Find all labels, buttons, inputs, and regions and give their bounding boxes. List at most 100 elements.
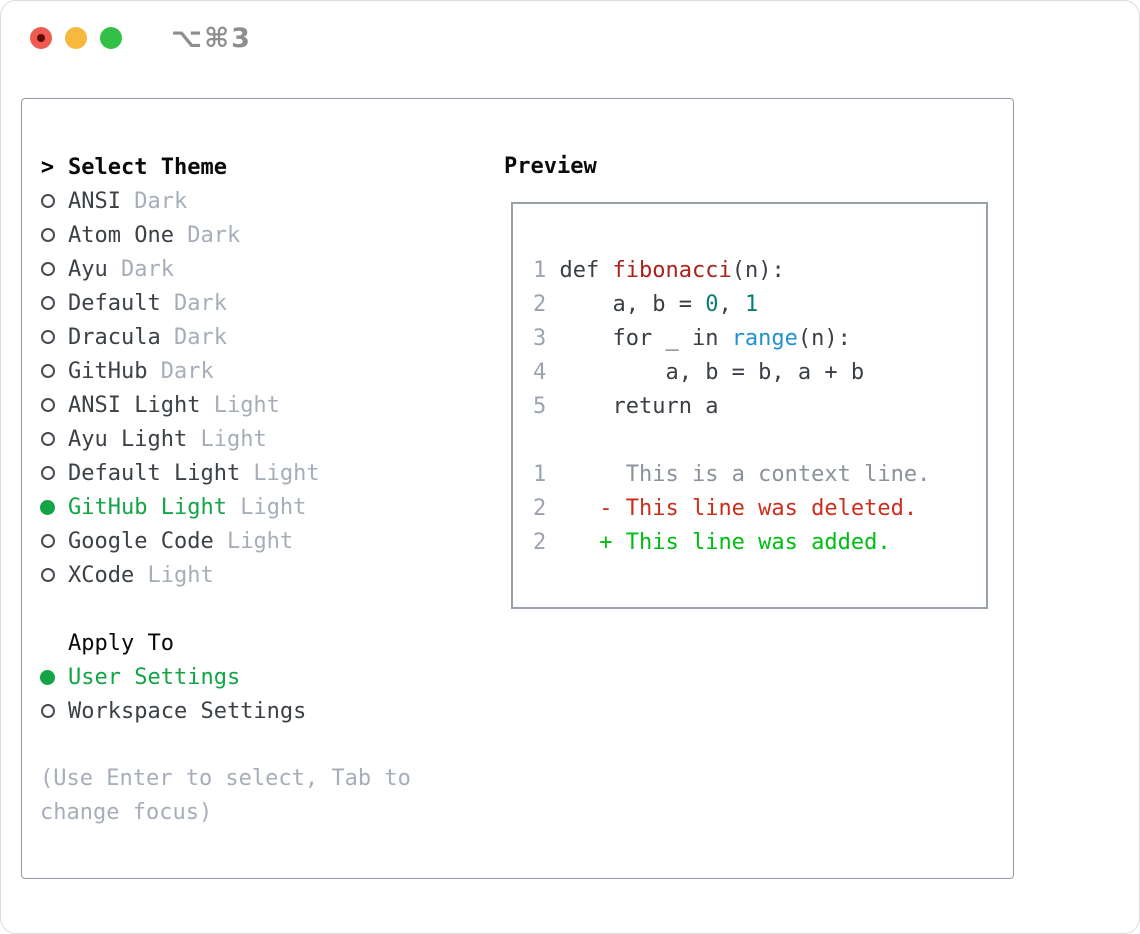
option-variant: Light — [213, 528, 294, 554]
code-token: + This line was added. — [559, 530, 891, 555]
option-label: XCode — [68, 562, 135, 588]
option-label: Atom One — [68, 222, 174, 248]
radio-icon — [40, 364, 55, 378]
line-number: 3 — [533, 326, 560, 351]
option-label: ANSI Light — [68, 392, 201, 418]
code-token: return a — [559, 394, 719, 419]
code-line: 1 This is a context line. — [533, 458, 986, 492]
option-variant: Dark — [173, 222, 241, 248]
zoom-button[interactable] — [100, 27, 122, 49]
apply-to-header-row: Apply To — [40, 626, 504, 660]
theme-option-github[interactable]: GitHub Dark — [40, 354, 504, 388]
code-token: 0 — [705, 292, 719, 317]
option-label: Default — [68, 290, 161, 316]
select-theme-header: > Select Theme — [40, 150, 504, 184]
option-label: GitHub Light — [68, 494, 227, 520]
theme-option-default[interactable]: Default Dark — [40, 286, 504, 320]
theme-option-atom-one[interactable]: Atom One Dark — [40, 218, 504, 252]
code-token: fibonacci — [612, 258, 732, 283]
preview-section: Preview 1 def fibonacci(n):2 a, b = 0, 1… — [504, 99, 1013, 878]
code-line: 3 for _ in range(n): — [533, 322, 986, 356]
code-line: 1 def fibonacci(n): — [533, 254, 986, 288]
option-variant: Dark — [160, 290, 227, 316]
option-variant: Dark — [107, 256, 174, 282]
select-theme-title: Select Theme — [68, 154, 227, 180]
option-variant: Dark — [160, 324, 227, 350]
radio-icon — [40, 534, 55, 548]
radio-icon — [40, 262, 55, 276]
theme-option-ayu[interactable]: Ayu Dark — [40, 252, 504, 286]
code-line: 2 - This line was deleted. — [533, 492, 986, 526]
theme-option-ayu-light[interactable]: Ayu Light Light — [40, 422, 504, 456]
code-token: def — [559, 258, 613, 283]
close-icon-dot — [37, 34, 45, 42]
spacer — [40, 592, 504, 626]
option-variant: Dark — [120, 188, 188, 214]
radio-icon — [40, 704, 55, 718]
code-line: 2 a, b = 0, 1 — [533, 288, 986, 322]
code-token: 1 — [744, 292, 759, 317]
option-variant: Light — [240, 460, 320, 486]
option-label: Google Code — [68, 528, 214, 554]
theme-option-github-light[interactable]: GitHub Light Light — [40, 490, 504, 524]
radio-icon — [40, 228, 55, 242]
radio-icon — [40, 568, 55, 582]
radio-icon — [40, 194, 55, 208]
code-token: a, b = b, a + b — [559, 360, 865, 385]
line-number: 2 — [533, 530, 560, 555]
minimize-button[interactable] — [65, 27, 87, 49]
code-line: 2 + This line was added. — [533, 526, 986, 560]
line-number: 1 — [533, 462, 560, 487]
code-token: range — [731, 326, 798, 351]
option-label: Default Light — [68, 460, 241, 486]
option-variant: Light — [134, 562, 214, 588]
option-label: ANSI — [68, 188, 121, 214]
code-token: for _ in — [559, 326, 732, 351]
option-variant: Light — [200, 392, 280, 418]
close-button[interactable] — [30, 27, 52, 49]
code-token: a, b = — [559, 292, 706, 317]
code-line — [533, 424, 986, 458]
option-variant: Dark — [147, 358, 214, 384]
option-label: Workspace Settings — [68, 698, 307, 724]
theme-option-xcode[interactable]: XCode Light — [40, 558, 504, 592]
option-label: User Settings — [68, 664, 241, 690]
line-number: 2 — [533, 292, 560, 317]
radio-selected-icon — [40, 499, 55, 515]
option-variant: Light — [187, 426, 267, 452]
radio-icon — [40, 398, 55, 412]
theme-option-ansi-light[interactable]: ANSI Light Light — [40, 388, 504, 422]
apply-to-title: Apply To — [68, 630, 174, 656]
radio-icon — [40, 296, 55, 310]
code-token: (n): — [731, 258, 785, 283]
window-title: ⌥⌘3 — [171, 22, 252, 54]
apply-option-user-settings[interactable]: User Settings — [40, 660, 504, 694]
theme-option-default-light[interactable]: Default Light Light — [40, 456, 504, 490]
option-variant: Light — [226, 494, 307, 520]
hint-text: (Use Enter to select, Tab to change focu… — [40, 766, 411, 825]
line-number: 2 — [533, 496, 560, 521]
theme-option-ansi[interactable]: ANSI Dark — [40, 184, 504, 218]
code-token: This is a context line. — [559, 462, 931, 487]
preview-title: Preview — [504, 154, 597, 179]
theme-option-google-code[interactable]: Google Code Light — [40, 524, 504, 558]
code-token: , — [718, 292, 745, 317]
theme-option-dracula[interactable]: Dracula Dark — [40, 320, 504, 354]
option-label: Ayu — [68, 256, 108, 282]
code-line: 4 a, b = b, a + b — [533, 356, 986, 390]
window-titlebar: ⌥⌘3 — [1, 1, 1139, 75]
prompt-caret-icon: > — [40, 154, 55, 180]
option-label: GitHub — [68, 358, 148, 384]
code-line: 5 return a — [533, 390, 986, 424]
code-token: - This line was deleted. — [559, 496, 918, 521]
line-number: 1 — [533, 258, 560, 283]
line-number: 5 — [533, 394, 560, 419]
radio-selected-icon — [40, 669, 55, 685]
apply-option-workspace-settings[interactable]: Workspace Settings — [40, 694, 504, 728]
